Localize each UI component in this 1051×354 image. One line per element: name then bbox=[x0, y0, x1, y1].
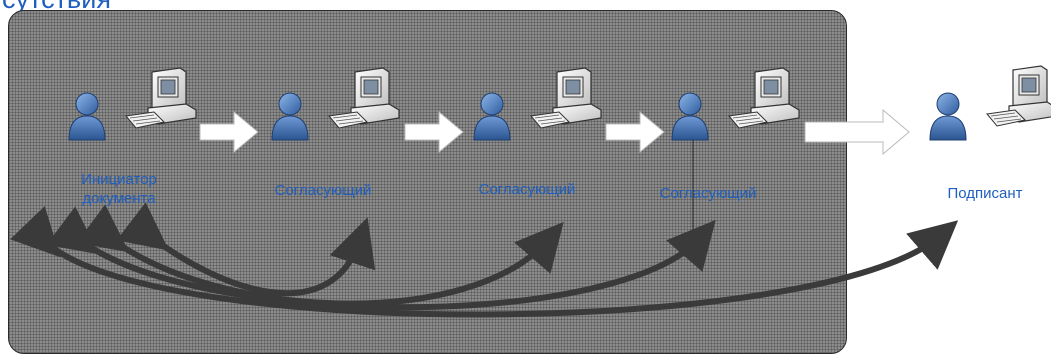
node-initiator-label: Инициатор документа bbox=[64, 170, 174, 208]
node-signer-label: Подписант bbox=[947, 185, 1023, 202]
return-curves bbox=[10, 202, 959, 318]
node-initiator-person-icon bbox=[68, 92, 106, 141]
node-approver1-person-icon bbox=[271, 92, 309, 141]
return-curve-approver2 bbox=[76, 204, 564, 307]
node-initiator-label-line1: Инициатор bbox=[81, 171, 157, 188]
node-initiator-label-line2: документа bbox=[82, 190, 156, 207]
node-approver1-label: Согласующий bbox=[274, 182, 372, 199]
return-curve-approver3 bbox=[46, 206, 716, 311]
node-initiator-computer-icon bbox=[125, 67, 197, 129]
node-approver3-label: Согласующий bbox=[659, 185, 757, 202]
node-approver2-person-icon bbox=[473, 92, 511, 141]
flow-arrow-2 bbox=[404, 111, 464, 153]
node-approver2-label: Согласующий bbox=[478, 181, 576, 198]
node-signer-person-icon bbox=[929, 92, 967, 141]
flow-arrow-4 bbox=[804, 108, 910, 156]
node-approver3-person-icon bbox=[671, 92, 709, 141]
node-approver2-computer-icon bbox=[530, 67, 602, 129]
flow-arrow-3 bbox=[605, 111, 665, 153]
return-curve-signer bbox=[10, 206, 959, 318]
flow-arrow-1 bbox=[199, 111, 259, 153]
node-signer-computer-icon bbox=[986, 65, 1051, 127]
node-approver1-computer-icon bbox=[328, 67, 400, 129]
node-approver3-computer-icon bbox=[728, 67, 800, 129]
